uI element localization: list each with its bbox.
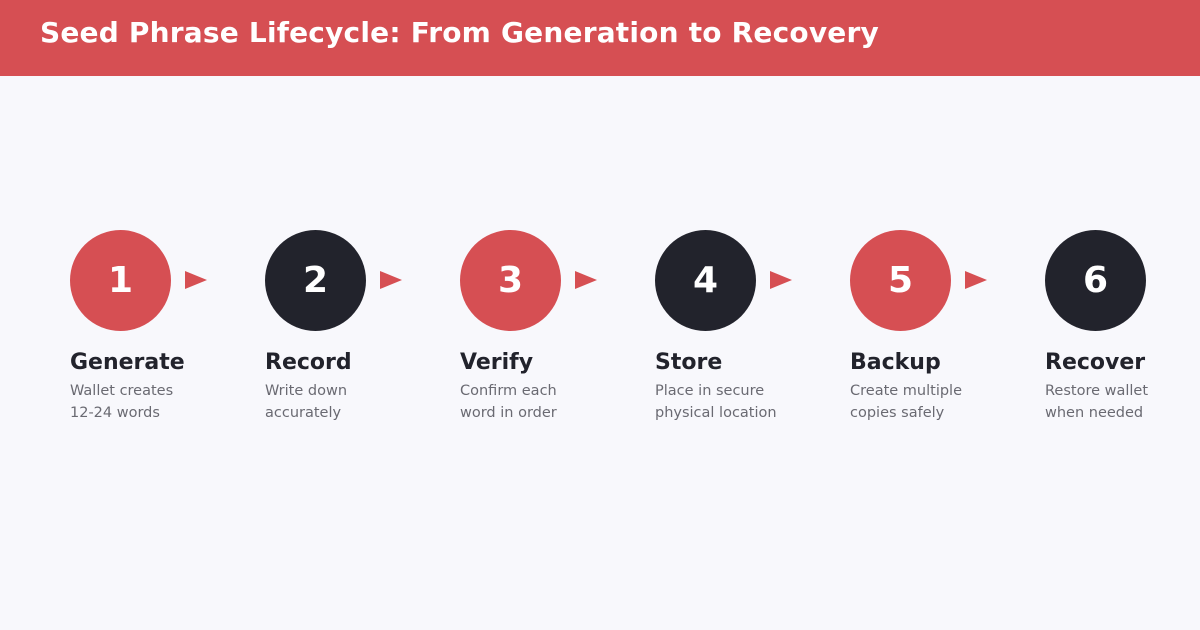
step-title: Verify [460, 350, 534, 375]
step-description: Create multiple copies safely [850, 380, 962, 424]
step-store: 4 Store Place in secure physical locatio… [655, 230, 815, 421]
step-number-badge: 3 [460, 230, 561, 331]
step-number-badge: 2 [265, 230, 366, 331]
step-description-line: Restore wallet [1045, 383, 1149, 399]
step-recover: 6 Recover Restore wallet when needed [1045, 230, 1200, 421]
step-description-line: accurately [265, 405, 342, 421]
page-title: Seed Phrase Lifecycle: From Generation t… [40, 16, 879, 49]
step-title: Backup [850, 350, 941, 375]
step-generate: 1 Generate Wallet creates 12-24 words [70, 230, 230, 421]
step-description-line: Place in secure [655, 383, 765, 399]
step-description-line: physical location [655, 405, 777, 421]
step-description: Wallet creates 12-24 words [70, 380, 173, 424]
arrow-right-icon [770, 271, 792, 289]
step-title: Store [655, 350, 723, 375]
header-banner: Seed Phrase Lifecycle: From Generation t… [0, 0, 1200, 76]
step-backup: 5 Backup Create multiple copies safely [850, 230, 1010, 421]
step-description-line: word in order [460, 405, 557, 421]
step-description: Place in secure physical location [655, 380, 777, 424]
step-description-line: when needed [1045, 405, 1144, 421]
arrow-right-icon [185, 271, 207, 289]
step-description-line: copies safely [850, 405, 945, 421]
arrow-right-icon [965, 271, 987, 289]
step-verify: 3 Verify Confirm each word in order [460, 230, 620, 421]
step-description-line: Wallet creates [70, 383, 174, 399]
step-record: 2 Record Write down accurately [265, 230, 425, 421]
arrow-right-icon [380, 271, 402, 289]
step-description: Restore wallet when needed [1045, 380, 1148, 424]
step-description-line: 12-24 words [70, 405, 160, 421]
step-description-line: Create multiple [850, 383, 962, 399]
step-description-line: Write down [265, 383, 348, 399]
step-description: Confirm each word in order [460, 380, 557, 424]
arrow-right-icon [575, 271, 597, 289]
step-title: Generate [70, 350, 185, 375]
step-description-line: Confirm each [460, 383, 557, 399]
step-number-badge: 4 [655, 230, 756, 331]
step-number-badge: 6 [1045, 230, 1146, 331]
step-title: Record [265, 350, 352, 375]
step-number-badge: 5 [850, 230, 951, 331]
step-description: Write down accurately [265, 380, 347, 424]
step-title: Recover [1045, 350, 1146, 375]
step-number-badge: 1 [70, 230, 171, 331]
